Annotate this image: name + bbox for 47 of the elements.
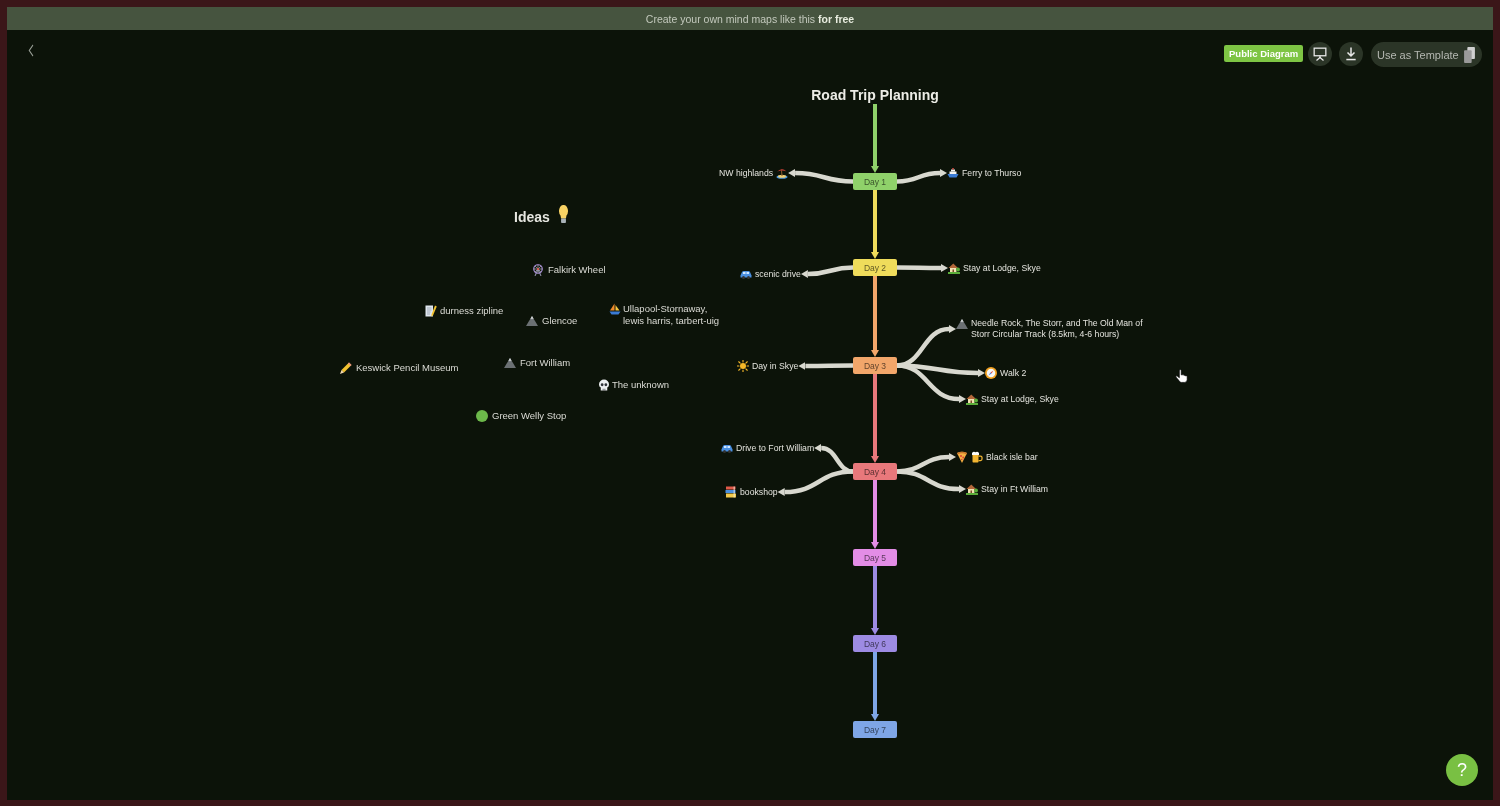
branch-line bbox=[798, 362, 853, 370]
banner-text: Create your own mind maps like this for free bbox=[645, 12, 855, 25]
topic-text: Ferry to Thurso bbox=[962, 167, 1022, 179]
idea-text: Keswick Pencil Museum bbox=[356, 362, 459, 374]
branch-line bbox=[896, 363, 966, 403]
arrow bbox=[871, 276, 879, 357]
branch-line bbox=[896, 169, 947, 184]
day-topic: Day 2 bbox=[853, 259, 897, 276]
arrow bbox=[871, 480, 879, 549]
day-topic: Day 1 bbox=[853, 173, 897, 190]
section-heading: Ideas bbox=[514, 208, 550, 226]
topic-text: Drive to Fort William bbox=[736, 442, 815, 454]
idea-text: Fort William bbox=[520, 357, 571, 369]
arrow bbox=[871, 104, 879, 173]
idea-text: Falkirk Wheel bbox=[548, 264, 606, 276]
day-topic: Day 5 bbox=[853, 549, 897, 566]
topic-text: bookshop bbox=[740, 486, 778, 498]
topic-text: Black isle bar bbox=[986, 451, 1038, 463]
day-topic: Day 4 bbox=[853, 463, 897, 480]
branch-line bbox=[896, 469, 966, 493]
arrow bbox=[871, 652, 879, 721]
branch-line bbox=[800, 265, 854, 278]
branch-line bbox=[897, 264, 948, 272]
arrow bbox=[871, 374, 879, 463]
topic-text: Needle Rock, The Storr, and The Old Man of Storr Circular Track (8.5km, 4-6 hours) bbox=[971, 318, 1144, 340]
idea-text: durness zipline bbox=[440, 305, 504, 317]
topic-text: Stay at Lodge, Skye bbox=[963, 262, 1041, 274]
topic-text: Day in Skye bbox=[752, 360, 799, 372]
day-topic: Day 6 bbox=[853, 635, 897, 652]
topic-text: scenic drive bbox=[755, 268, 801, 280]
template-button: Use as Template bbox=[1371, 42, 1482, 67]
arrow bbox=[871, 566, 879, 635]
arrow bbox=[871, 190, 879, 259]
day-topic: Day 7 bbox=[853, 721, 897, 738]
topic-text: Stay at Lodge, Skye bbox=[981, 393, 1059, 405]
topic-text: Stay in Ft William bbox=[981, 483, 1049, 495]
idea-text: Ullapool-Stornaway, lewis harris, tarbert-uig bbox=[623, 303, 721, 327]
topic-text: Walk 2 bbox=[1000, 367, 1027, 379]
idea-text: Glencoe bbox=[542, 315, 578, 327]
idea-text: The unknown bbox=[612, 379, 670, 391]
map-title: Road Trip Planning bbox=[811, 87, 939, 104]
day-topic: Day 3 bbox=[853, 357, 897, 374]
branch-line bbox=[777, 469, 854, 496]
branch-line bbox=[788, 169, 854, 184]
idea-text: Green Welly Stop bbox=[492, 410, 567, 422]
visibility-badge: Public Diagram bbox=[1224, 45, 1304, 62]
topic-text: NW highlands bbox=[719, 167, 774, 179]
